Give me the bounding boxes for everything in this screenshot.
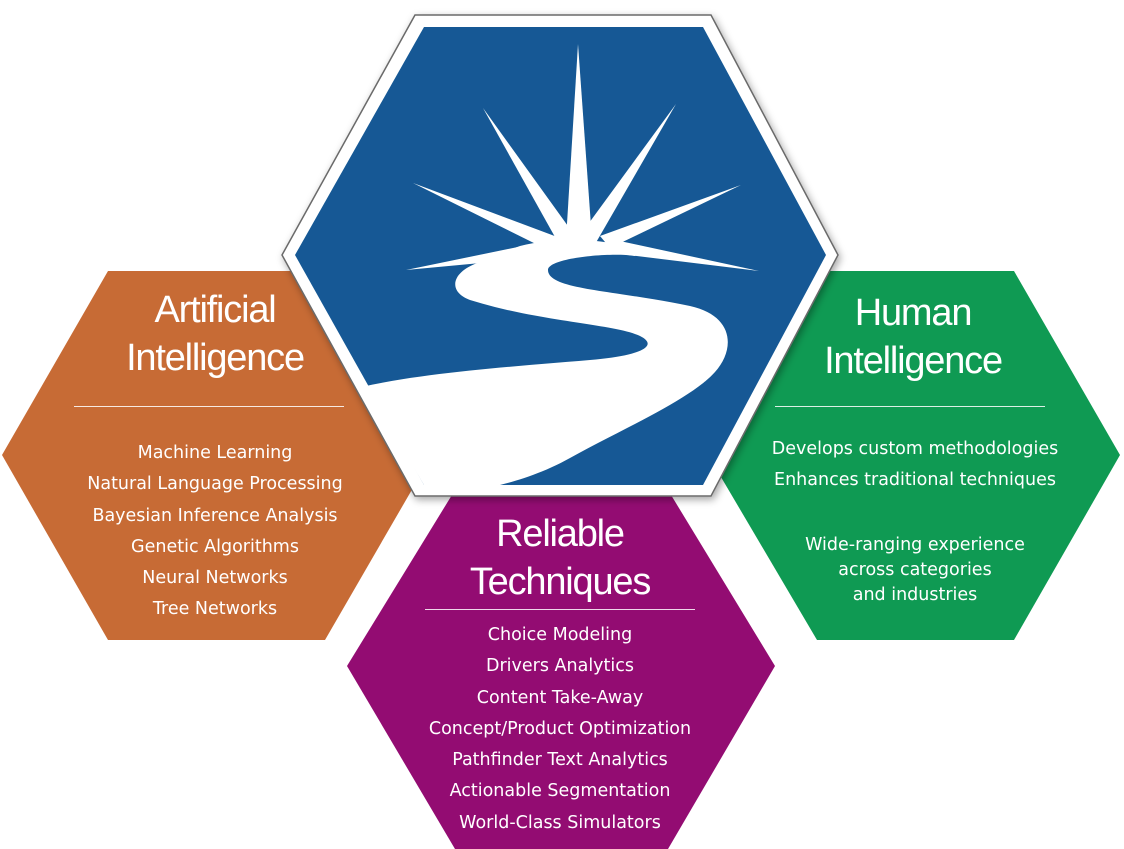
artificial-intelligence-title-line2: Intelligence [126,337,305,379]
list-item: Machine Learning [137,443,293,463]
reliable-techniques-title: Reliable Techniques [405,510,715,606]
list-item: Natural Language Processing [87,474,343,495]
experience-line: across categories [838,560,992,580]
list-item: Choice Modeling [487,625,633,645]
list-item: Drivers Analytics [486,656,634,677]
human-intelligence-title: Human Intelligence [758,289,1068,385]
list-item: Content Take-Away [476,687,644,708]
reliable-techniques-hexagon [347,490,775,849]
list-item: Neural Networks [142,568,288,589]
list-item: Concept/Product Optimization [428,718,692,739]
list-item: Bayesian Inference Analysis [92,505,338,526]
list-item: Pathfinder Text Analytics [452,750,668,771]
artificial-intelligence-list: Machine Learning Natural Language Proces… [50,438,380,626]
human-intelligence-list: Develops custom methodologies Enhances t… [740,434,1090,496]
reliable-techniques-list: Choice Modeling Drivers Analytics Conten… [390,620,730,839]
artificial-intelligence-title-line1: Artificial [154,289,276,331]
sunrise-river-logo-icon [281,14,839,497]
reliable-techniques-title-line2: Techniques [469,561,651,603]
list-item: World-Class Simulators [459,812,661,833]
list-item: Develops custom methodologies [771,439,1059,459]
human-intelligence-title-line2: Intelligence [824,340,1003,382]
human-intelligence-divider [775,406,1045,407]
experience-line: and industries [852,585,978,605]
reliable-techniques-title-line1: Reliable [496,513,625,555]
river-path-icon [366,239,728,485]
list-item: Enhances traditional techniques [774,470,1056,490]
list-item: Tree Networks [152,599,278,620]
list-item: Actionable Segmentation [449,781,671,802]
artificial-intelligence-title: Artificial Intelligence [60,286,370,382]
human-intelligence-hexagon [708,271,1120,640]
artificial-intelligence-divider [74,406,344,407]
human-intelligence-title-line1: Human [854,292,973,334]
list-item: Genetic Algorithms [131,536,299,557]
artificial-intelligence-hexagon [2,271,432,640]
experience-line: Wide-ranging experience [805,535,1025,555]
human-intelligence-experience: Wide-ranging experience across categorie… [740,533,1090,608]
reliable-techniques-divider [425,609,695,610]
